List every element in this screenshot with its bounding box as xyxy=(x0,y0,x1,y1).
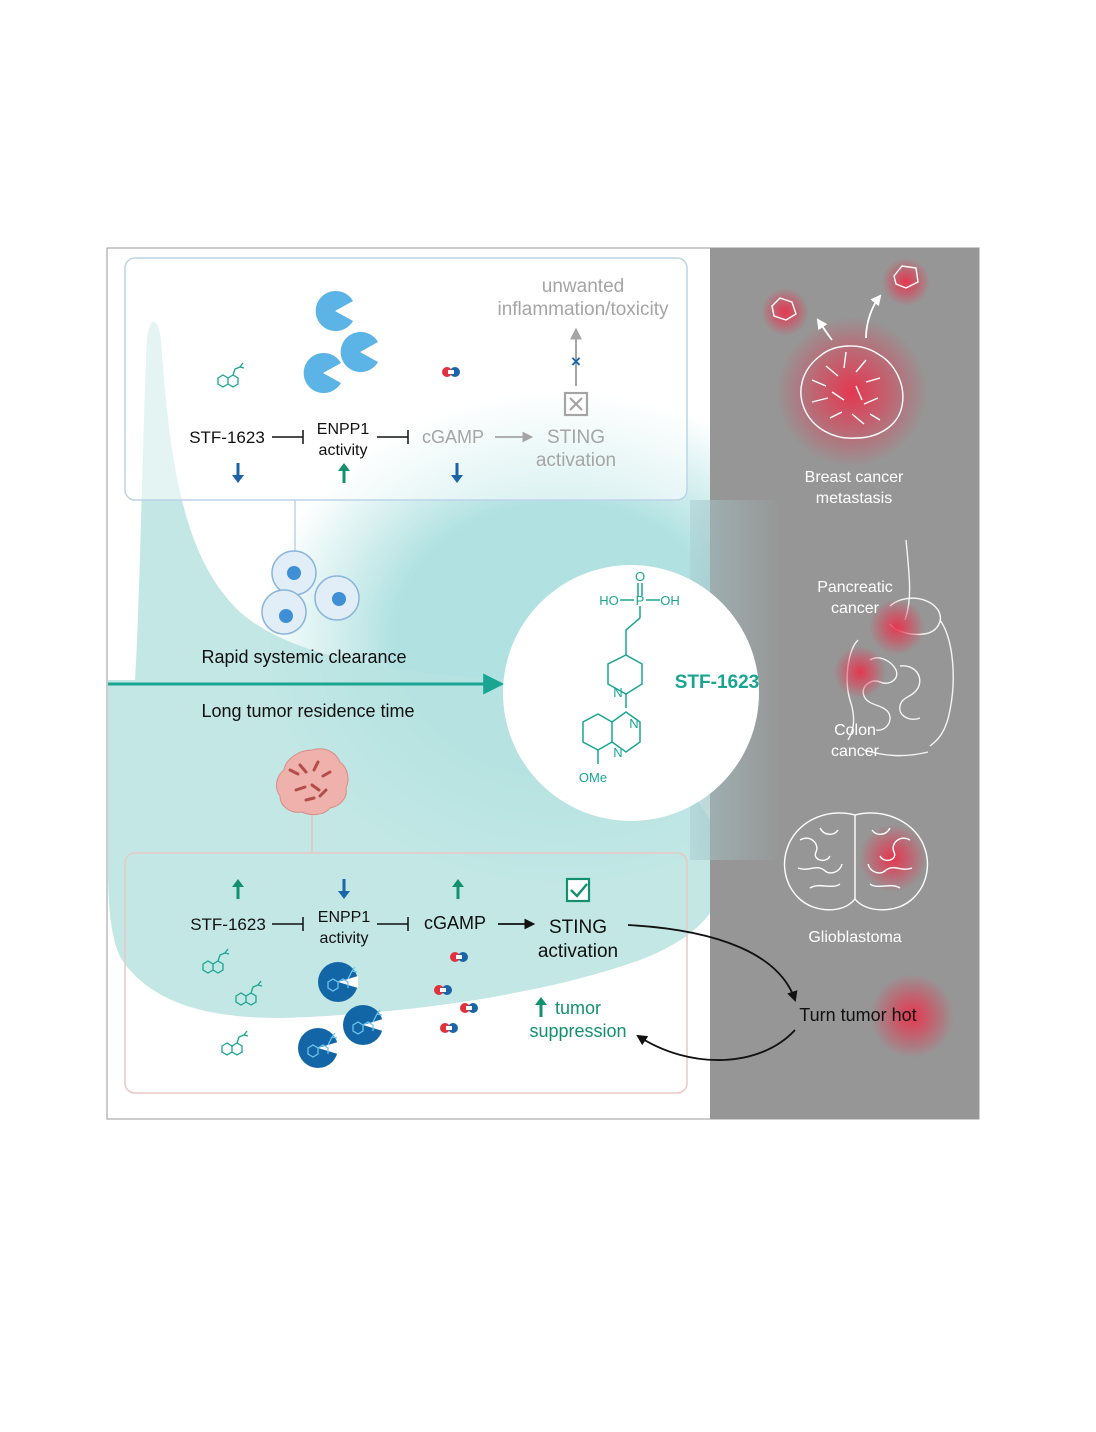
inhibit-arrow xyxy=(377,917,409,931)
metastatic-cell-icon xyxy=(771,297,797,321)
top-outcome-line1: unwanted xyxy=(542,276,624,297)
colon-label-line1: Colon xyxy=(834,722,876,739)
residence-label: Long tumor residence time xyxy=(201,701,414,721)
glioblastoma-label: Glioblastoma xyxy=(808,929,901,946)
bottom-sting-line2: activation xyxy=(538,941,618,962)
checkbox-x-icon xyxy=(569,397,583,411)
bottom-enpp1-line2: activity xyxy=(320,930,369,947)
bottom-sting-line1: STING xyxy=(549,917,607,938)
check-icon xyxy=(570,883,588,898)
pancreatic-label-line1: Pancreatic xyxy=(817,579,893,596)
inhibit-arrow xyxy=(272,430,304,444)
compound-structure xyxy=(582,583,660,764)
metastasis-glow xyxy=(882,258,930,306)
bound-enzyme-icon xyxy=(317,961,359,1003)
breast-label-line2: metastasis xyxy=(816,490,892,507)
tumor-icon xyxy=(276,748,349,816)
top-box xyxy=(124,257,688,501)
bound-enzyme-icon xyxy=(342,1004,384,1046)
hot-glow xyxy=(870,974,954,1058)
suppression-line1: tumor xyxy=(555,998,601,1018)
metastasis-arrow xyxy=(816,318,833,341)
loop-arrow-to-hot xyxy=(627,924,798,1003)
bottom-stf-label: STF-1623 xyxy=(190,915,266,934)
clearance-label: Rapid systemic clearance xyxy=(201,647,406,667)
loop-arrow-to-suppression xyxy=(636,1029,796,1061)
metastasis-glow xyxy=(761,288,809,336)
top-enpp1-line2: activity xyxy=(319,442,368,459)
atom-oh: OH xyxy=(660,593,680,608)
suppression-line2: suppression xyxy=(529,1021,626,1041)
breast-label-line1: Breast cancer xyxy=(805,469,904,486)
inhibit-arrow xyxy=(272,917,304,931)
inhibit-arrow xyxy=(377,430,409,444)
block-x-icon: × xyxy=(571,352,581,371)
breast-tumor-glow xyxy=(777,317,927,467)
pancreatic-glow xyxy=(869,599,925,655)
compound-circle xyxy=(503,565,759,821)
top-cgamp-label: cGAMP xyxy=(422,427,484,447)
gi-tract-icon xyxy=(846,539,954,757)
metastatic-cell-icon xyxy=(893,265,919,289)
normal-cells-icon xyxy=(261,550,360,635)
pk-curve-area xyxy=(108,321,726,1120)
bound-enzyme-icon xyxy=(297,1027,339,1069)
atom-ho: HO xyxy=(599,593,619,608)
top-stf-label: STF-1623 xyxy=(189,428,265,447)
compound-name: STF-1623 xyxy=(675,672,759,693)
atom-n1: N xyxy=(613,685,622,700)
breast-tumor-icon xyxy=(800,345,904,439)
atom-p: P xyxy=(636,593,645,608)
colon-glow xyxy=(834,646,886,698)
metastasis-arrow xyxy=(865,294,882,339)
turn-hot-label: Turn tumor hot xyxy=(799,1005,916,1025)
top-outcome-line2: inflammation/toxicity xyxy=(497,299,669,320)
bottom-box xyxy=(124,852,688,1094)
atom-n2: N xyxy=(629,716,638,731)
checkbox-icon xyxy=(565,877,591,903)
top-enpp1-line1: ENPP1 xyxy=(317,421,370,438)
pancreatic-label-line2: cancer xyxy=(831,600,880,617)
colon-label-line2: cancer xyxy=(831,743,880,760)
atom-n3: N xyxy=(613,745,622,760)
brain-icon xyxy=(783,812,929,911)
atom-o: O xyxy=(635,569,645,584)
bottom-cgamp-label: cGAMP xyxy=(424,913,486,933)
bottom-enpp1-line1: ENPP1 xyxy=(318,909,371,926)
top-sting-line1: STING xyxy=(547,427,605,448)
atom-ome: OMe xyxy=(579,770,607,785)
top-sting-line2: activation xyxy=(536,450,616,471)
